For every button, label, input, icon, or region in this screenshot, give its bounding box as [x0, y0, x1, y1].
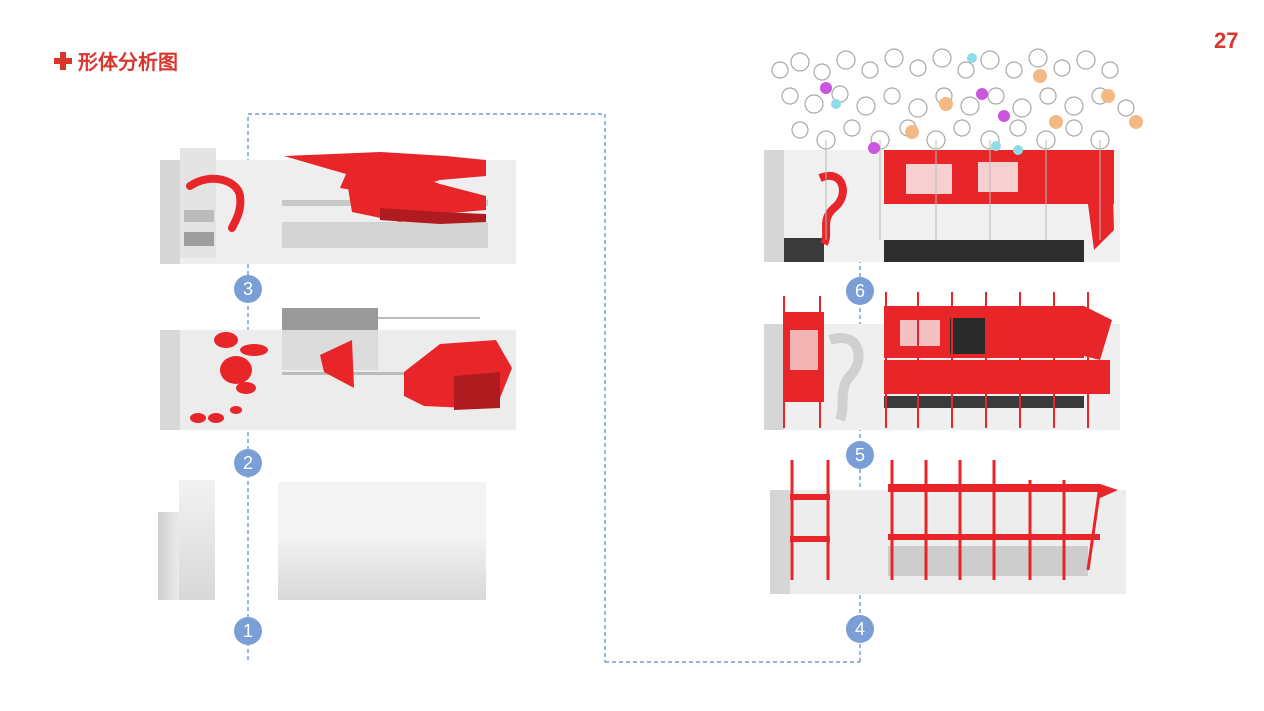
model-6-complete [764, 48, 1143, 262]
model-5-enclosure [764, 292, 1120, 430]
title-block: 形体分析图 [54, 46, 178, 75]
step-6-badge: 6 [846, 277, 874, 305]
model-1-massing [158, 480, 486, 600]
step-1-badge: 1 [234, 617, 262, 645]
flow-path [247, 113, 861, 663]
page-number: 27 [1214, 28, 1239, 53]
step-3-badge: 3 [234, 275, 262, 303]
page-title: 形体分析图 [78, 50, 178, 74]
step-4-badge: 4 [846, 615, 874, 643]
plus-icon [54, 51, 72, 70]
step-5-badge: 5 [846, 441, 874, 469]
model-2-interior [160, 308, 516, 430]
step-2-badge: 2 [234, 449, 262, 477]
model-4-frame [770, 460, 1126, 594]
model-3-circulation [160, 148, 516, 264]
